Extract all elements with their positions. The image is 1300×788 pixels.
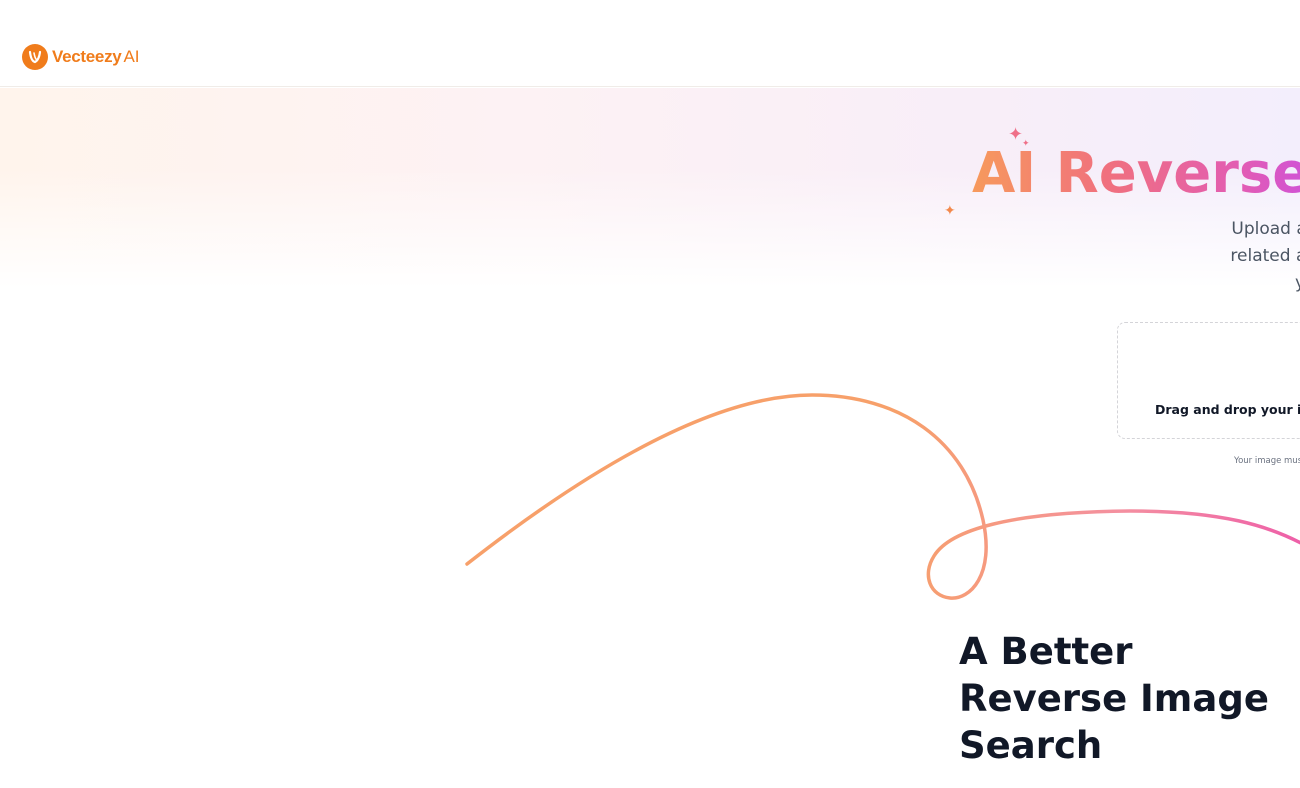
hero-title: AI Reverse <box>972 140 1300 208</box>
brand-logo-link[interactable]: Vecteezy AI <box>22 44 140 70</box>
sparkle-icon: ✦ <box>1022 140 1030 149</box>
hero-subtitle-line: related and fully <box>1230 246 1300 266</box>
features-section-title: A Better Reverse Image Search <box>959 630 1269 767</box>
vecteezy-v-logo-icon <box>22 44 48 70</box>
sparkle-icon: ✦ <box>1008 124 1024 145</box>
hero-subtitle-line: y <box>1295 273 1300 293</box>
image-upload-dropzone[interactable]: Drag and drop your i <box>1117 322 1300 439</box>
brand-name: Vecteezy <box>52 47 122 66</box>
hero-subtitle: Upload a source related and fully y <box>1100 216 1300 297</box>
hero-background <box>0 88 1300 288</box>
upload-hint: Your image mus <box>1234 456 1300 466</box>
dropzone-label: Drag and drop your i <box>1155 402 1300 417</box>
brand-suffix: AI <box>123 47 140 66</box>
site-header: Vecteezy AI <box>0 0 1300 87</box>
hero-subtitle-line: Upload a source <box>1231 219 1300 239</box>
sparkle-icon: ✦ <box>944 203 956 219</box>
